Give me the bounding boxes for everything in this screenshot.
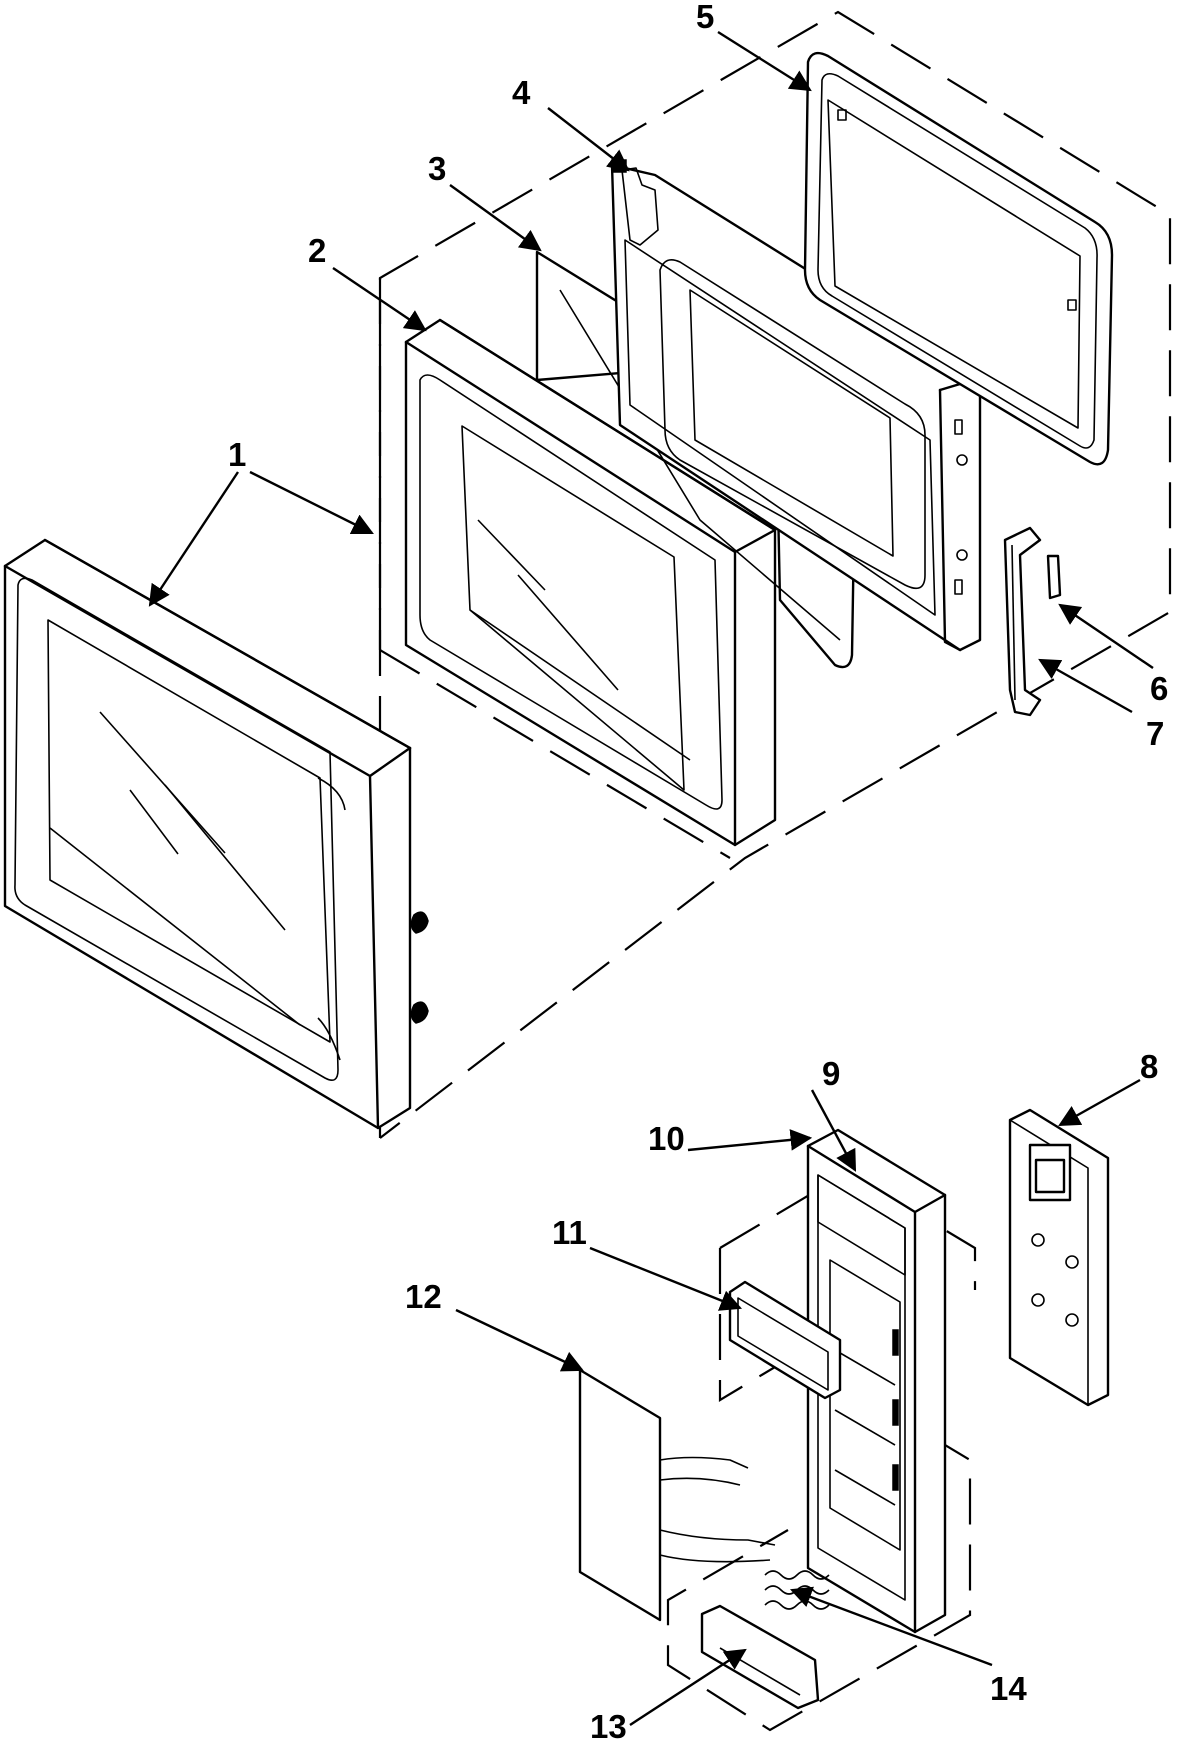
callout-7: 7	[1146, 715, 1164, 752]
callout-5: 5	[696, 0, 714, 35]
assembly-boundary-control	[666, 1248, 972, 1732]
part-7-latch	[1003, 526, 1042, 717]
part-12-control-circuit-board	[578, 1368, 776, 1622]
part-6-latch-spring	[1046, 554, 1062, 600]
callout-6: 6	[1150, 670, 1168, 707]
callout-14: 14	[990, 1670, 1027, 1707]
part-14-button-spring	[764, 1570, 830, 1610]
callout-9: 9	[822, 1055, 840, 1092]
part-8-switch-bracket	[1008, 1108, 1110, 1407]
callout-1: 1	[228, 436, 246, 473]
callout-11: 11	[552, 1214, 587, 1251]
callout-3: 3	[428, 150, 446, 187]
callout-2: 2	[308, 232, 326, 269]
callout-12: 12	[405, 1278, 442, 1315]
part-11-display-window	[728, 1280, 842, 1400]
leader-lines	[148, 30, 1154, 1727]
callout-labels: 1 2 3 4 5 6 7 8 9 10 11 12 13 14	[228, 0, 1168, 1740]
callout-4: 4	[512, 74, 531, 111]
callout-13: 13	[590, 1708, 627, 1740]
part-1-door-outer-frame	[3, 538, 429, 1130]
part-4-door-inner-panel	[610, 159, 982, 652]
callout-8: 8	[1140, 1048, 1158, 1085]
callout-10: 10	[648, 1120, 685, 1157]
part-2-door-choke	[404, 318, 777, 847]
part-5-door-seal	[803, 51, 1114, 466]
part-13-door-release-button	[700, 1604, 820, 1710]
